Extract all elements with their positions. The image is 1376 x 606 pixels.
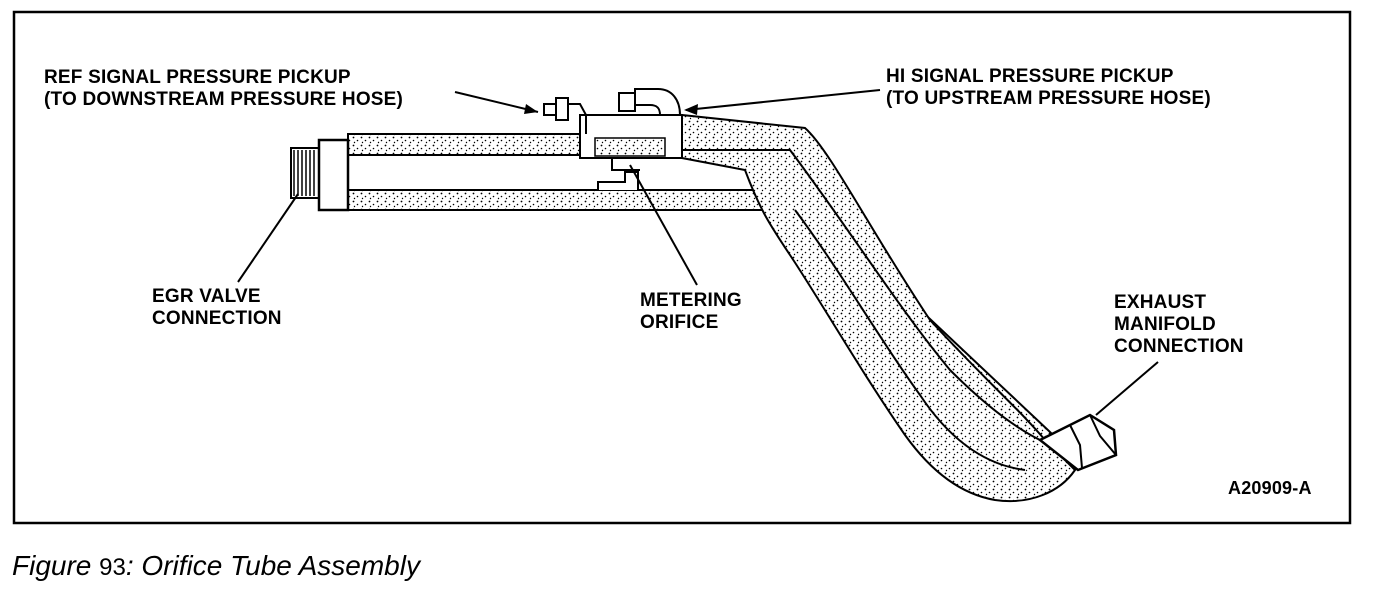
- ref-pickup-nipple: [543, 97, 587, 134]
- label-line: CONNECTION: [152, 308, 282, 329]
- metering-orifice-label: METERING ORIFICE: [640, 290, 742, 334]
- metering-orifice-block: [579, 114, 683, 190]
- label-line: METERING: [640, 290, 742, 311]
- hi-pickup-nipple: [618, 88, 682, 116]
- label-line: HI SIGNAL PRESSURE PICKUP: [886, 66, 1174, 87]
- exhaust-leader: [1095, 361, 1159, 416]
- label-line: (TO DOWNSTREAM PRESSURE HOSE): [44, 89, 404, 110]
- label-line: REF SIGNAL PRESSURE PICKUP: [44, 67, 351, 88]
- ref-signal-pickup-label: REF SIGNAL PRESSURE PICKUP (TO DOWNSTREA…: [44, 67, 403, 111]
- ref-leader: [454, 91, 539, 113]
- egr-leader: [237, 193, 299, 283]
- hi-leader: [685, 89, 881, 111]
- egr-valve-label: EGR VALVE CONNECTION: [152, 286, 282, 330]
- label-line: (TO UPSTREAM PRESSURE HOSE): [886, 88, 1211, 109]
- label-line: CONNECTION: [1114, 336, 1244, 357]
- caption-title: : Orifice Tube Assembly: [125, 550, 420, 581]
- caption-number: 93: [99, 554, 126, 581]
- meter-leader: [629, 164, 698, 286]
- figure-code: A20909-A: [1228, 478, 1312, 498]
- label-line: ORIFICE: [640, 312, 719, 333]
- label-line: EGR VALVE: [152, 286, 261, 307]
- leader-lines: [237, 89, 1159, 416]
- egr-valve-fitting: [290, 138, 350, 212]
- label-line: EXHAUST: [1114, 292, 1207, 313]
- caption-prefix: Figure: [12, 550, 92, 581]
- diagram-border: [12, 10, 1352, 525]
- label-line: MANIFOLD: [1114, 314, 1216, 335]
- figure-caption: Figure 93: Orifice Tube Assembly: [12, 550, 420, 582]
- exhaust-manifold-nut: [1037, 413, 1118, 472]
- exhaust-manifold-label: EXHAUST MANIFOLD CONNECTION: [1114, 292, 1244, 358]
- hi-signal-pickup-label: HI SIGNAL PRESSURE PICKUP (TO UPSTREAM P…: [886, 66, 1211, 110]
